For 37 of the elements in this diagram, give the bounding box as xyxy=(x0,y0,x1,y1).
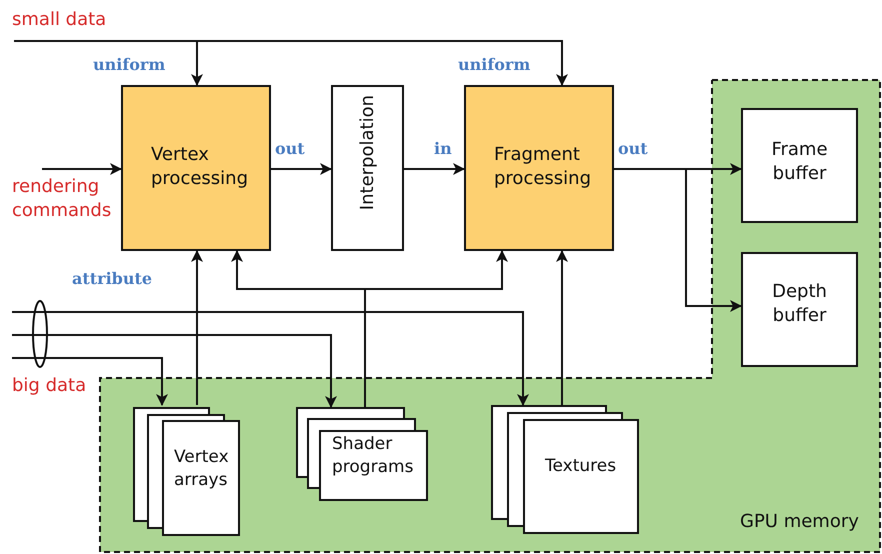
arrow xyxy=(12,357,168,406)
arrow xyxy=(364,250,508,407)
input-label: rendering commands xyxy=(12,175,112,223)
arrow xyxy=(404,163,465,175)
arrow xyxy=(14,40,568,86)
stage-box xyxy=(121,85,271,251)
edge-label: attribute xyxy=(72,269,152,289)
input-label: small data xyxy=(12,8,108,32)
edge-label: in xyxy=(434,139,452,159)
region-label: GPU memory xyxy=(740,510,859,534)
arrow xyxy=(12,334,337,408)
box-label: Depth buffer xyxy=(771,280,828,328)
arrow xyxy=(42,163,122,175)
box-label: Interpolation xyxy=(356,95,379,210)
box-label: Textures xyxy=(545,455,618,478)
arrow xyxy=(271,163,332,175)
document-stack xyxy=(133,405,240,536)
edge-label: uniform xyxy=(458,55,530,75)
stage-box xyxy=(331,85,404,251)
edge-label: uniform xyxy=(93,55,166,75)
buffer-box xyxy=(741,108,858,223)
box-label: Shader programs xyxy=(332,433,414,479)
box-label: Vertex arrays xyxy=(174,446,230,492)
edge-label: out xyxy=(618,139,648,159)
box-label: Fragment processing xyxy=(494,143,592,191)
buffer-box xyxy=(741,252,858,367)
box-label: Vertex processing xyxy=(151,143,250,191)
stage-box xyxy=(464,85,614,251)
arrow xyxy=(191,250,203,405)
document-stack xyxy=(296,407,428,501)
input-label: big data xyxy=(12,374,88,398)
arrow xyxy=(12,311,529,406)
arrow xyxy=(614,168,742,312)
arrow xyxy=(556,250,568,405)
box-label: Frame buffer xyxy=(770,138,829,186)
document-stack xyxy=(491,405,639,534)
edge-label: out xyxy=(275,139,305,159)
